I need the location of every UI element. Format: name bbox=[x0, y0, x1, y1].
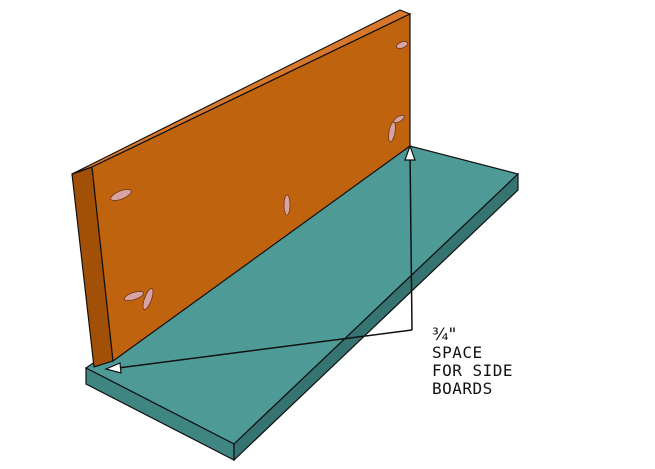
arrowhead-up bbox=[404, 144, 416, 161]
pocket-hole bbox=[395, 41, 409, 49]
annotation-line-2: FOR SIDE bbox=[432, 361, 513, 380]
base-board bbox=[84, 145, 520, 462]
leader-line-left bbox=[117, 329, 413, 369]
back-board bbox=[71, 9, 412, 368]
pocket-hole bbox=[110, 189, 132, 201]
pocket-hole bbox=[283, 194, 291, 216]
leader-lines bbox=[104, 144, 416, 374]
annotation-line-1: SPACE bbox=[432, 343, 483, 362]
leader-line-up bbox=[409, 151, 413, 331]
arrowhead-left bbox=[104, 362, 122, 374]
pocket-holes bbox=[110, 41, 409, 310]
annotation-label: ¾" SPACE FOR SIDE BOARDS bbox=[432, 325, 513, 398]
base-board-right-face bbox=[233, 172, 519, 462]
annotation-measurement: ¾" bbox=[432, 325, 456, 345]
pocket-hole bbox=[393, 114, 405, 124]
annotation-line-3: BOARDS bbox=[432, 379, 493, 398]
pocket-hole bbox=[142, 288, 154, 310]
pocket-hole bbox=[124, 291, 144, 301]
